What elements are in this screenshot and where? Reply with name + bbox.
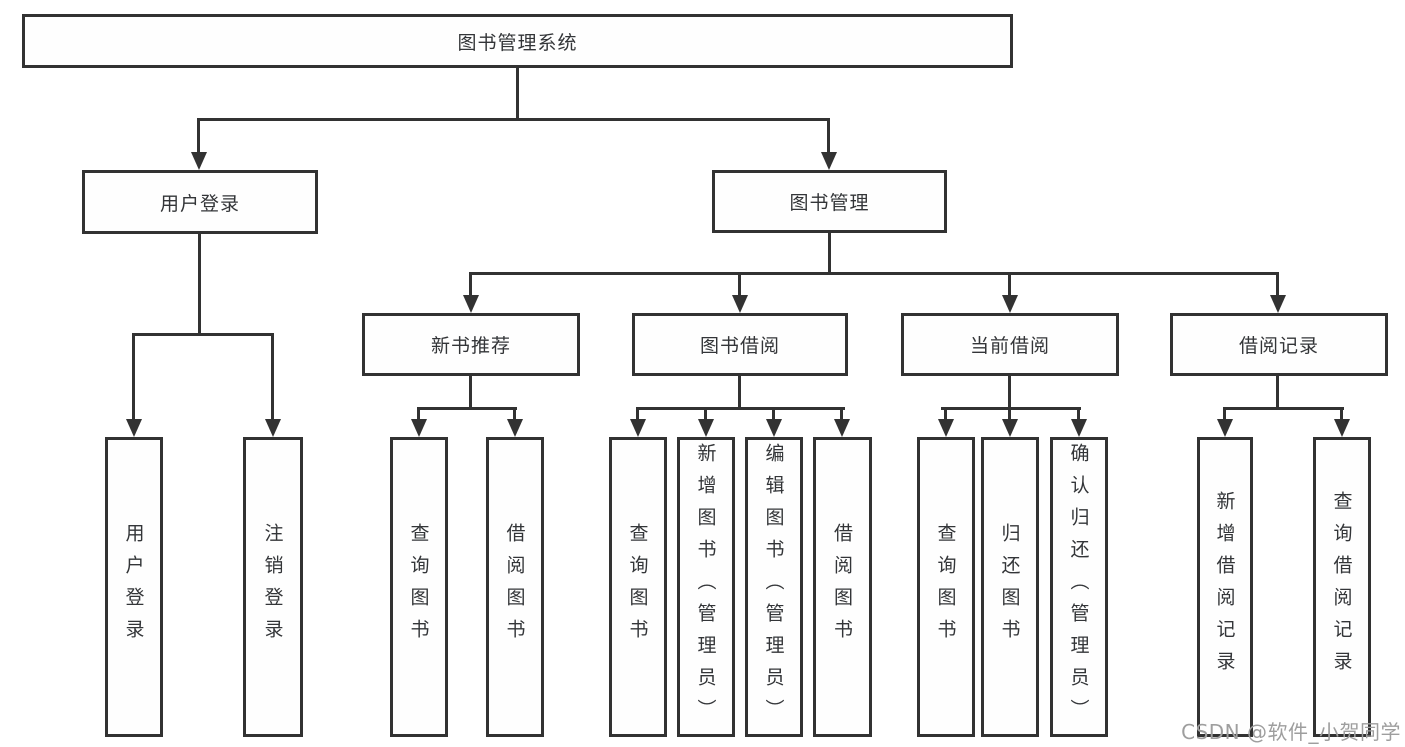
connector-line	[271, 333, 274, 421]
arrowhead-icon	[1217, 419, 1233, 437]
connector-line	[516, 68, 519, 118]
arrowhead-icon	[766, 419, 782, 437]
leaf-confirm-return-admin: 确认归还（管理员）	[1050, 437, 1108, 737]
leaf-return-books: 归还图书	[981, 437, 1039, 737]
node-book-management: 图书管理	[712, 170, 947, 233]
arrowhead-icon	[463, 295, 479, 313]
connector-line	[417, 407, 517, 410]
node-user-login: 用户登录	[82, 170, 318, 234]
leaf-query-books-borrowing: 查询图书	[609, 437, 667, 737]
node-borrowing-records: 借阅记录	[1170, 313, 1388, 376]
connector-line	[1276, 376, 1279, 410]
connector-line	[1223, 407, 1344, 410]
connector-line	[197, 118, 830, 121]
connector-line	[738, 272, 741, 297]
connector-line	[944, 407, 947, 421]
connector-line	[197, 118, 200, 154]
connector-line	[198, 234, 201, 335]
connector-line	[1276, 272, 1279, 297]
connector-line	[1008, 407, 1011, 421]
leaf-query-borrow-record: 查询借阅记录	[1313, 437, 1371, 737]
csdn-watermark: CSDN @软件_小贺同学	[1181, 720, 1401, 744]
connector-line	[1340, 407, 1343, 421]
leaf-query-books-current: 查询图书	[917, 437, 975, 737]
node-new-book-recommend: 新书推荐	[362, 313, 580, 376]
leaf-user-login: 用户登录	[105, 437, 163, 737]
leaf-edit-books-admin: 编辑图书（管理员）	[745, 437, 803, 737]
connector-line	[1008, 272, 1011, 297]
connector-line	[132, 333, 274, 336]
arrowhead-icon	[630, 419, 646, 437]
arrowhead-icon	[821, 152, 837, 170]
connector-line	[738, 376, 741, 410]
arrowhead-icon	[265, 419, 281, 437]
node-root: 图书管理系统	[22, 14, 1013, 68]
leaf-borrow-books-recommend: 借阅图书	[486, 437, 544, 737]
leaf-logout-login: 注销登录	[243, 437, 303, 737]
connector-line	[1008, 376, 1011, 410]
leaf-query-books-recommend: 查询图书	[390, 437, 448, 737]
connector-line	[636, 407, 639, 421]
connector-line	[1223, 407, 1226, 421]
arrowhead-icon	[938, 419, 954, 437]
connector-line	[772, 407, 775, 421]
connector-line	[636, 407, 845, 410]
node-book-borrowing: 图书借阅	[632, 313, 848, 376]
connector-line	[827, 118, 830, 154]
connector-line	[469, 272, 1279, 275]
leaf-borrow-books: 借阅图书	[813, 437, 872, 737]
connector-line	[469, 376, 472, 410]
leaf-add-books-admin: 新增图书（管理员）	[677, 437, 735, 737]
arrowhead-icon	[1270, 295, 1286, 313]
arrowhead-icon	[191, 152, 207, 170]
arrowhead-icon	[411, 419, 427, 437]
connector-line	[417, 407, 420, 421]
leaf-add-borrow-record: 新增借阅记录	[1197, 437, 1253, 737]
connector-line	[132, 333, 135, 421]
arrowhead-icon	[1334, 419, 1350, 437]
arrowhead-icon	[698, 419, 714, 437]
connector-line	[828, 233, 831, 272]
connector-line	[704, 407, 707, 421]
arrowhead-icon	[1002, 295, 1018, 313]
arrowhead-icon	[1071, 419, 1087, 437]
arrowhead-icon	[507, 419, 523, 437]
connector-line	[941, 407, 1081, 410]
connector-line	[513, 407, 516, 421]
connector-line	[840, 407, 843, 421]
arrowhead-icon	[834, 419, 850, 437]
connector-line	[1077, 407, 1080, 421]
connector-line	[469, 272, 472, 297]
arrowhead-icon	[1002, 419, 1018, 437]
arrowhead-icon	[126, 419, 142, 437]
arrowhead-icon	[732, 295, 748, 313]
node-current-borrowing: 当前借阅	[901, 313, 1119, 376]
